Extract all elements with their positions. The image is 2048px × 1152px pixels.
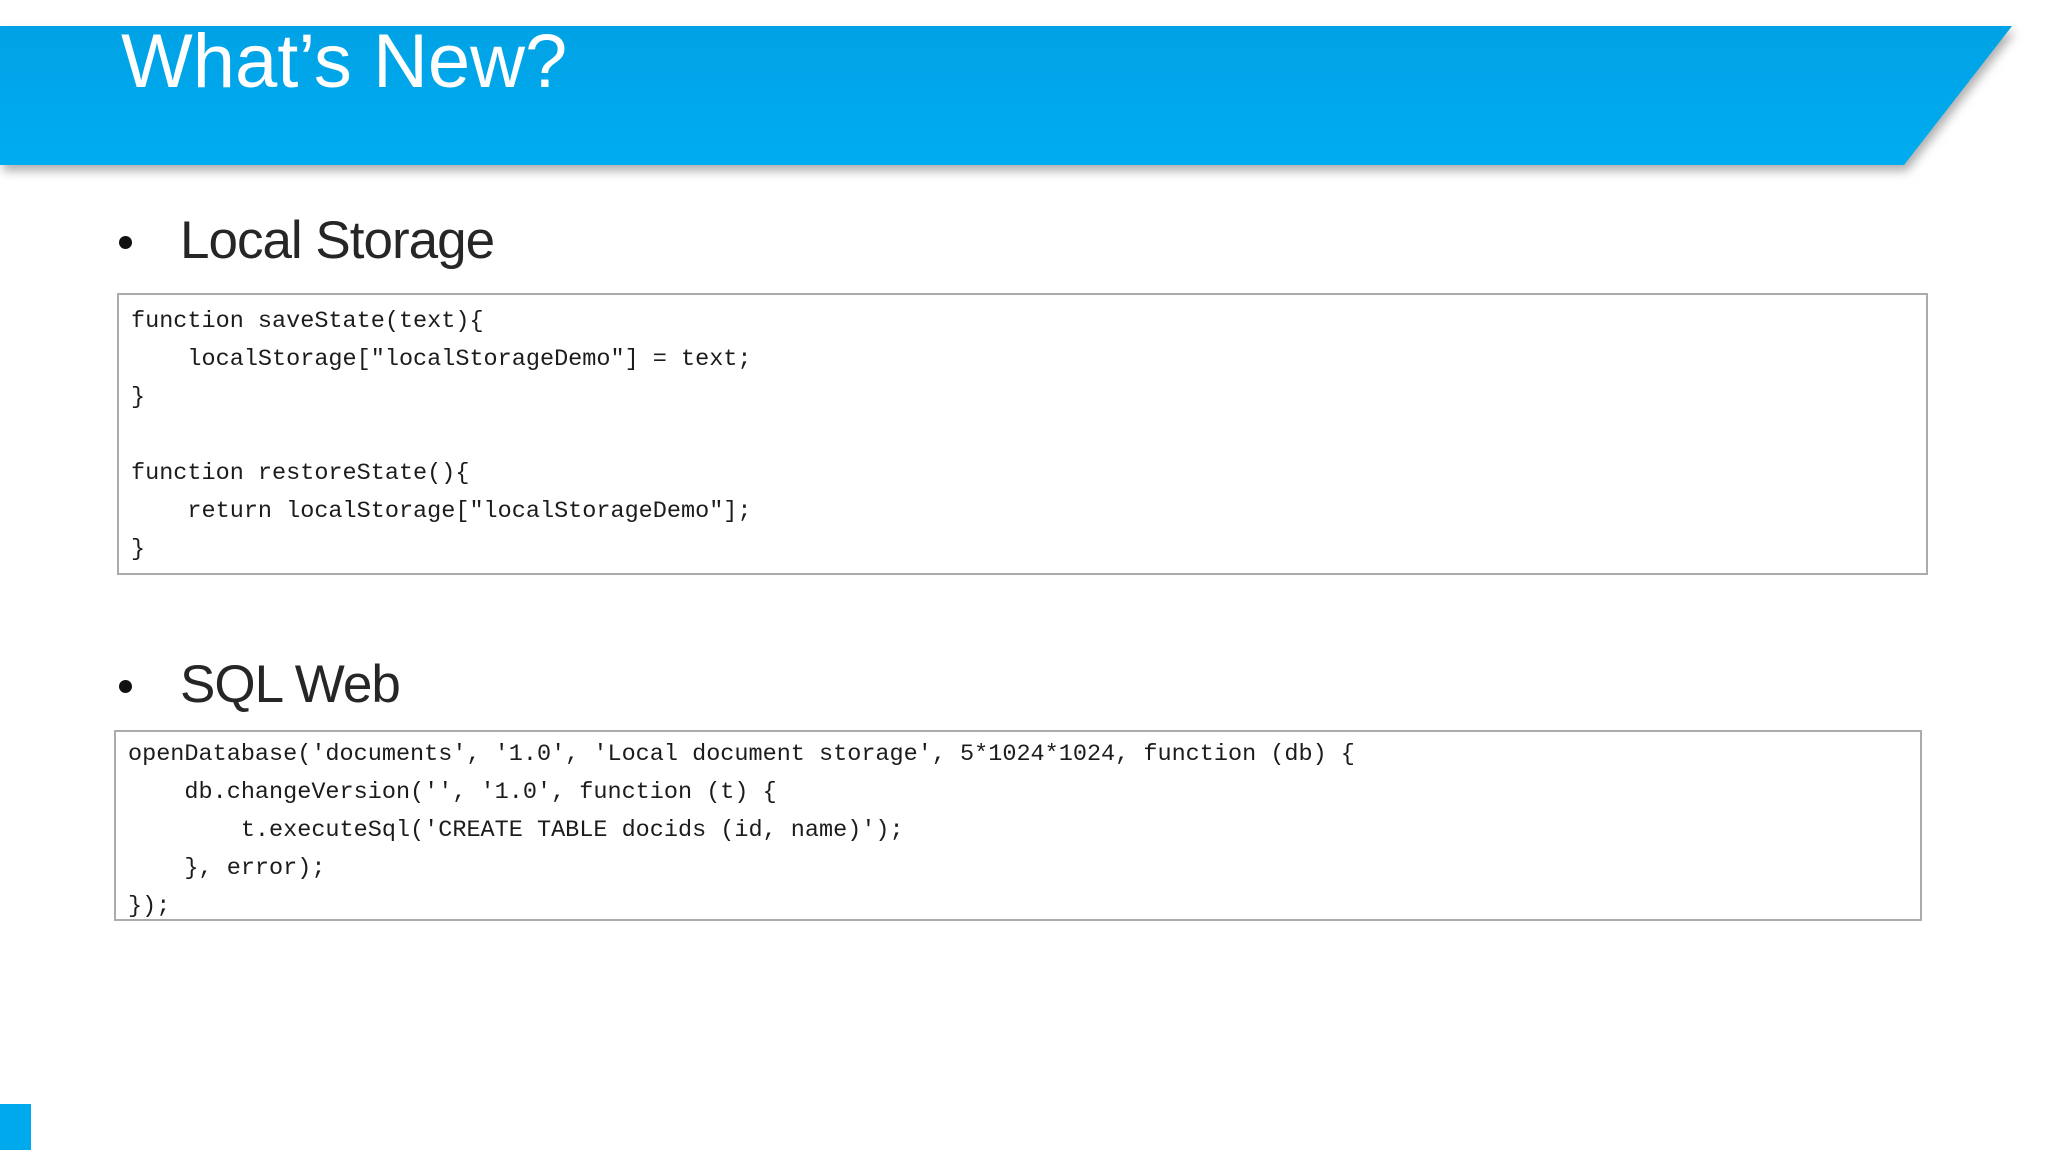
accent-square — [0, 1104, 31, 1150]
bullet-dot — [119, 680, 132, 693]
code-box-sql-web: openDatabase('documents', '1.0', 'Local … — [114, 730, 1922, 921]
bullet-label-sql-web: SQL Web — [180, 655, 401, 714]
title-banner-shape — [0, 26, 2012, 165]
code-snippet-sql-web: openDatabase('documents', '1.0', 'Local … — [128, 741, 1355, 920]
bullet-label-local-storage: Local Storage — [180, 211, 495, 270]
page-title: What’s New? — [121, 19, 568, 104]
code-snippet-local-storage: function saveState(text){ localStorage["… — [131, 308, 752, 563]
title-banner — [0, 26, 2048, 165]
code-box-local-storage: function saveState(text){ localStorage["… — [117, 293, 1928, 575]
bullet-dot — [119, 236, 132, 249]
